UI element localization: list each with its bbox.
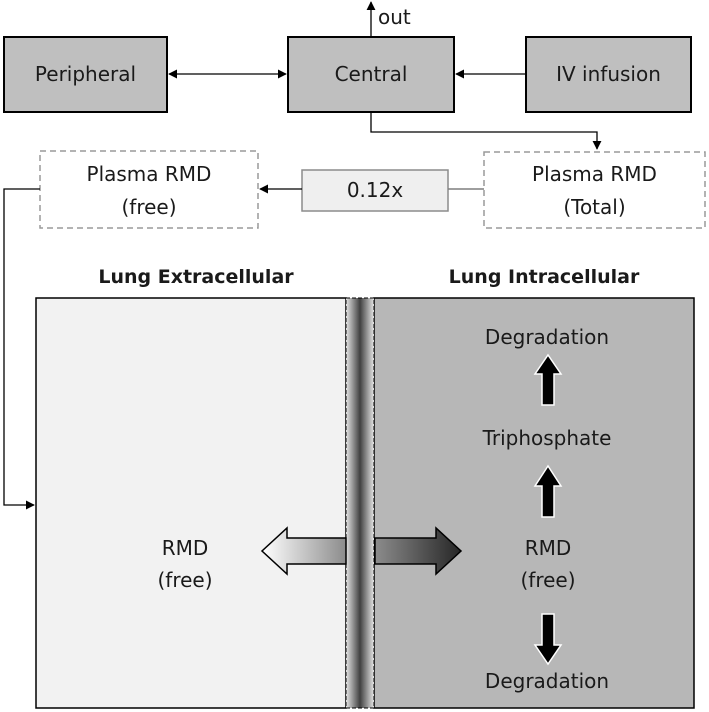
triphosphate-label: Triphosphate <box>482 426 612 450</box>
fraction-box <box>301 169 449 212</box>
intracellular-rmd-line2: (free) <box>520 568 576 592</box>
lung-extracellular-title: Lung Extracellular <box>98 266 294 288</box>
peripheral-label: Peripheral <box>34 62 137 86</box>
cell-membrane <box>345 297 375 709</box>
plasma-total-label-line2: (Total) <box>563 195 626 219</box>
plasma-total-label-line1: Plasma RMD <box>532 162 657 186</box>
iv-infusion-box <box>525 36 692 113</box>
peripheral-box <box>3 36 168 113</box>
lung-extracellular-box <box>35 297 347 709</box>
central-to-plasma-total-arrow <box>370 112 602 150</box>
plasma-total-box <box>483 151 706 229</box>
rmd-to-triphosphate-arrow <box>533 464 563 518</box>
degradation-top-label: Degradation <box>484 325 610 349</box>
lung-intracellular-title: Lung Intracellular <box>448 266 640 288</box>
extracellular-rmd-line2: (free) <box>157 568 213 592</box>
plasma-free-label-line1: Plasma RMD <box>86 162 212 186</box>
intracellular-rmd-line1: RMD <box>524 536 572 560</box>
efflux-arrow <box>260 526 347 576</box>
central-label: Central <box>334 62 408 86</box>
extracellular-rmd-line1: RMD <box>161 536 209 560</box>
out-label: out <box>378 5 411 29</box>
triphosphate-to-degradation-arrow <box>533 353 563 406</box>
plasma-free-label-line2: (free) <box>121 195 177 219</box>
plasma-free-to-lung-arrow <box>3 188 40 510</box>
lung-intracellular-box <box>373 297 695 709</box>
degradation-bottom-label: Degradation <box>484 669 610 693</box>
rmd-to-degradation-arrow <box>533 613 563 666</box>
iv-infusion-label: IV infusion <box>556 62 661 86</box>
influx-arrow <box>374 526 463 576</box>
fraction-label: 0.12x <box>346 178 404 202</box>
central-box <box>287 36 455 113</box>
